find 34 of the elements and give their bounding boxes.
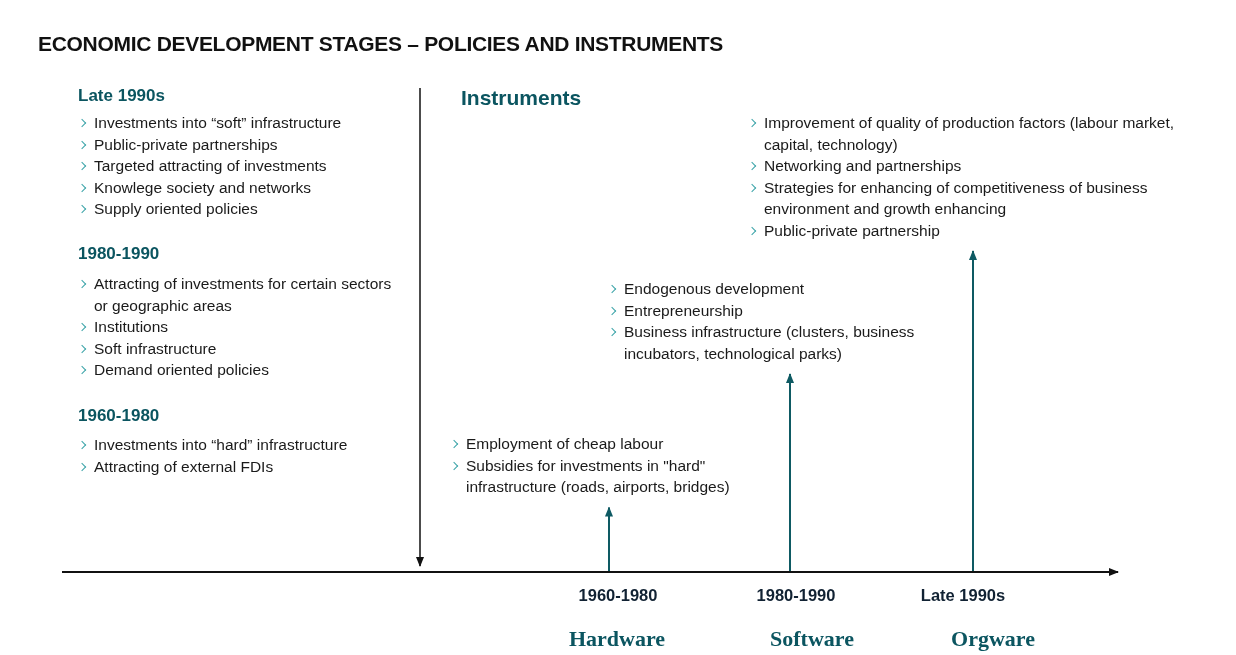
list-item: Entrepreneurship	[608, 299, 978, 321]
list-item: Supply oriented policies	[78, 198, 403, 220]
arrow	[786, 373, 794, 572]
axis-label: 1960-1980	[578, 586, 658, 605]
list-item: Public-private partnerships	[78, 133, 403, 155]
arrow	[605, 506, 613, 572]
list-item: Targeted attracting of investments	[78, 155, 403, 177]
period-heading: 1980-1990	[78, 244, 160, 264]
list-item: Knowlege society and networks	[78, 176, 403, 198]
list-item: Improvement of quality of production factors (labour market, capital, technology)	[748, 112, 1188, 155]
list-item: Endogenous development	[608, 278, 978, 300]
arrow	[969, 250, 977, 572]
list-item: Business infrastructure (clusters, business incubators, technological parks)	[608, 321, 978, 364]
list-item: Soft infrastructure	[78, 337, 403, 359]
list-item: Networking and partnerships	[748, 155, 1188, 177]
section-heading: Instruments	[461, 86, 582, 110]
stage-name: Hardware	[568, 626, 666, 652]
list-item: Attracting of investments for certain sectors or geographic areas	[78, 273, 403, 316]
period-heading: 1960-1980	[78, 406, 160, 426]
list-item: Employment of cheap labour	[450, 433, 795, 455]
axis-label: 1980-1990	[756, 586, 836, 605]
list-item: Demand oriented policies	[78, 359, 403, 381]
list-item: Subsidies for investments in "hard" infrastructure (roads, airports, bridges)	[450, 454, 795, 498]
diagram-title: ECONOMIC DEVELOPMENT STAGES – POLICIES AND INSTRUMENTS	[38, 32, 724, 56]
list-item: Public-private partnership	[748, 219, 1188, 241]
list-item: Attracting of external FDIs	[78, 455, 403, 477]
stage-name: Orgware	[951, 626, 1035, 652]
list-item: Investments into “soft” infrastructure	[78, 112, 403, 134]
period-heading: Late 1990s	[78, 86, 165, 106]
list-item: Investments into “hard” infrastructure	[78, 434, 403, 456]
stage-name: Software	[770, 626, 854, 652]
axis-label: Late 1990s	[920, 586, 1006, 605]
list-item: Institutions	[78, 316, 403, 338]
list-item: Strategies for enhancing of competitiveness of business environment and growth enhancing	[748, 176, 1188, 220]
